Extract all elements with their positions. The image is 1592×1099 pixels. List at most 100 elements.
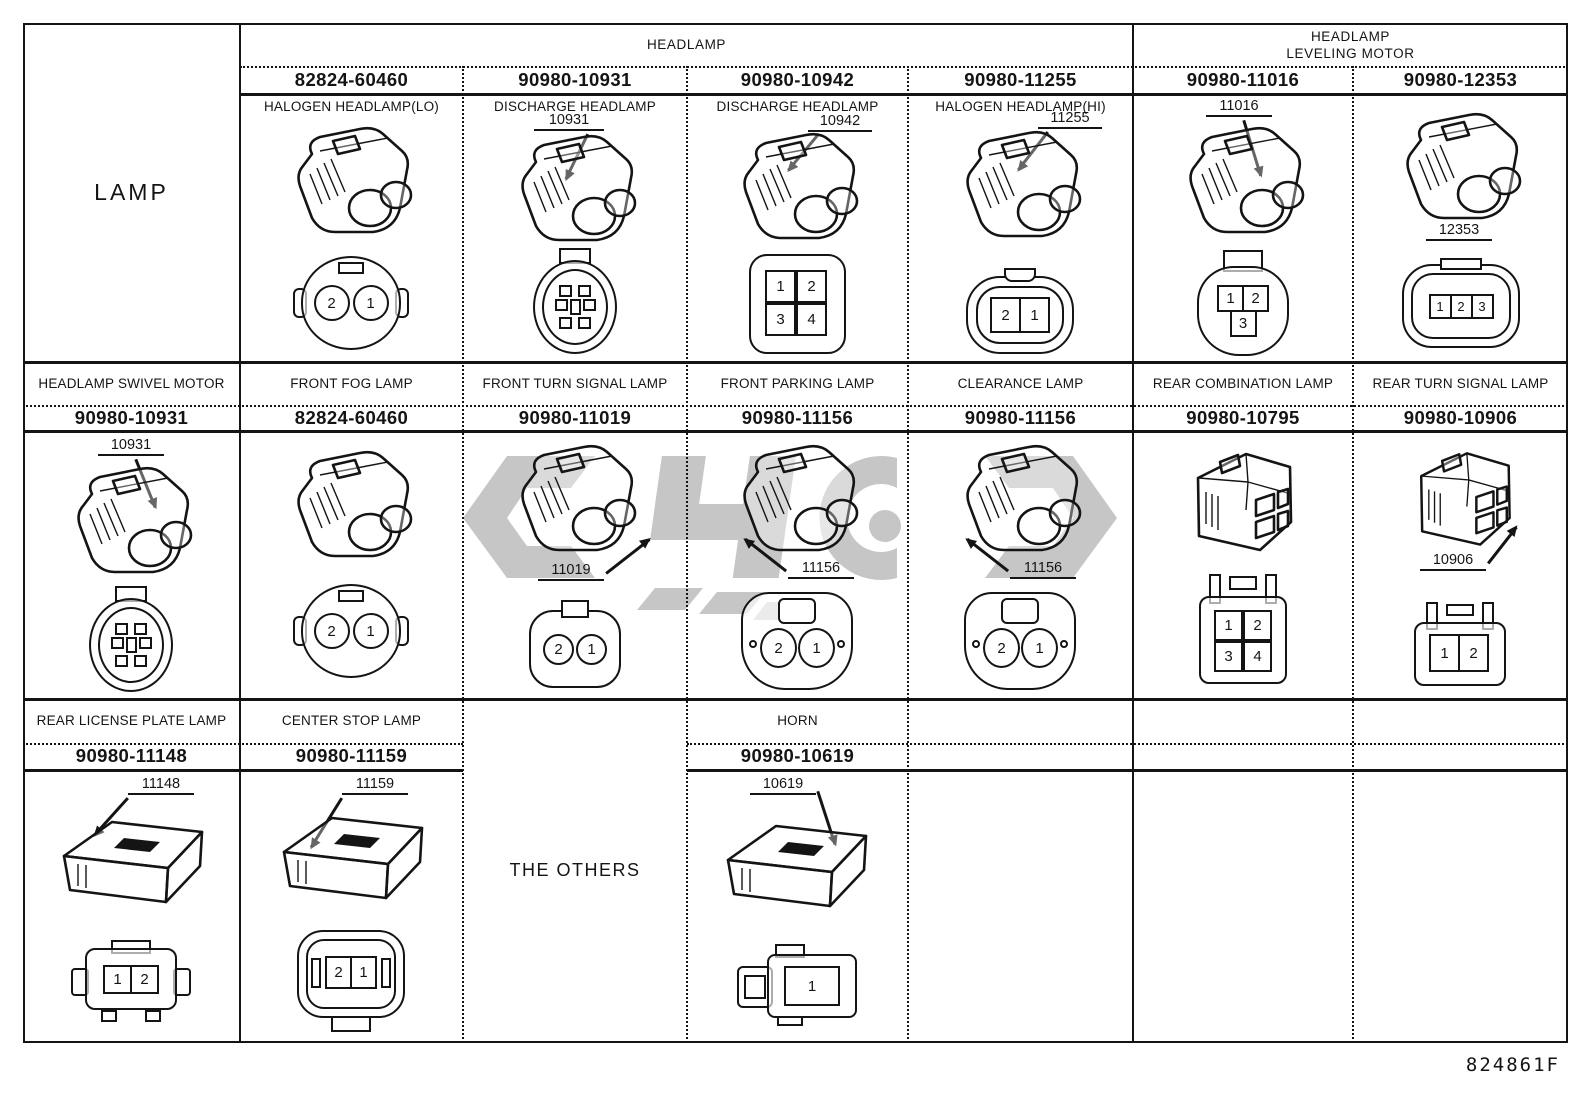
grid-line <box>1566 23 1568 1043</box>
cell-label: REAR TURN SIGNAL LAMP <box>1372 376 1549 391</box>
connector-front-view: 2 1 <box>293 584 409 680</box>
connector-front-view: 1 2 3 <box>1402 258 1520 350</box>
part-number: 90980-10619 <box>740 745 855 766</box>
callout-label: 10931 <box>534 112 604 131</box>
part-number: 90980-10942 <box>740 68 855 90</box>
part-number: 82824-60460 <box>294 407 409 428</box>
pin-number: 1 <box>352 285 389 321</box>
pin-number: 2 <box>1242 285 1269 312</box>
grid-line <box>239 23 241 1043</box>
category-label: LAMP <box>94 178 169 205</box>
part-number: 90980-11156 <box>741 407 854 428</box>
grid-line <box>240 93 1568 96</box>
pin-number: 1 <box>798 628 835 668</box>
part-number: 90980-11016 <box>1186 68 1300 90</box>
connector-front-view: 2 1 <box>966 266 1074 354</box>
grid-line <box>23 769 463 772</box>
callout-label: 10906 <box>1420 552 1486 571</box>
pin-number: 1 <box>765 270 796 303</box>
pin-number: 4 <box>1243 641 1272 672</box>
cell-label: DISCHARGE HEADLAMP <box>494 99 656 114</box>
cell-label: DISCHARGE HEADLAMP <box>716 99 879 114</box>
grid-line <box>23 361 1568 364</box>
others-cell: THE OTHERS <box>509 859 641 880</box>
grid-line <box>23 23 1568 25</box>
part-number: 90980-11148 <box>75 745 188 766</box>
connector-isometric-illustration <box>966 130 1082 238</box>
grid-line <box>686 66 688 1043</box>
cell-label: HEADLAMP SWIVEL MOTOR <box>38 376 225 391</box>
connector-isometric-illustration <box>297 450 413 558</box>
pin-number: 2 <box>325 956 352 989</box>
connector-front-view: 1 2 3 4 <box>749 254 846 354</box>
cell-label: HALOGEN HEADLAMP(HI) <box>935 99 1106 114</box>
grid-line <box>23 23 25 1043</box>
pin-number: 3 <box>765 303 796 336</box>
grid-line <box>1352 66 1354 1043</box>
connector-isometric-illustration <box>297 126 413 234</box>
callout-label: 11156 <box>788 560 854 579</box>
header-headlamp: HEADLAMP <box>646 37 727 52</box>
callout-label: 10942 <box>808 113 872 132</box>
cell-label: FRONT PARKING LAMP <box>720 376 875 391</box>
grid-line <box>23 743 463 745</box>
cell-label: CLEARANCE LAMP <box>957 376 1084 391</box>
pin-number: 1 <box>1429 634 1460 672</box>
cell-label: HALOGEN HEADLAMP(LO) <box>263 99 440 114</box>
connector-front-view: 1 <box>737 938 859 1026</box>
pin-number: 1 <box>1019 297 1050 333</box>
grid-line <box>687 743 1568 745</box>
category-lamp-cell: LAMP <box>23 23 240 361</box>
grid-line <box>907 66 909 1043</box>
pin-number: 3 <box>1214 641 1243 672</box>
connector-front-view: 1 2 3 4 <box>1199 574 1287 692</box>
cell-label: FRONT TURN SIGNAL LAMP <box>482 376 668 391</box>
grid-line <box>23 430 1568 433</box>
pin-number: 2 <box>760 628 797 668</box>
callout-label: 11255 <box>1038 110 1102 129</box>
pin-number: 2 <box>1449 293 1473 319</box>
pin-number: 1 <box>576 634 607 665</box>
connector-isometric-illustration <box>743 132 859 240</box>
part-number: 90980-11159 <box>295 745 408 766</box>
part-number: 90980-11019 <box>518 407 632 428</box>
connector-isometric-illustration <box>743 444 859 552</box>
grid-line <box>462 66 464 1043</box>
callout-label: 11016 <box>1206 98 1272 117</box>
connector-front-view: 2 1 <box>293 256 409 352</box>
connector-isometric-illustration <box>726 824 868 908</box>
pin-number: 1 <box>1214 610 1243 641</box>
grid-line <box>1132 23 1134 1043</box>
pin-number: 2 <box>130 964 159 994</box>
cell-label: CENTER STOP LAMP <box>281 713 422 728</box>
connector-front-view <box>87 586 175 696</box>
pin-number: 1 <box>350 956 377 989</box>
grid-line <box>23 1041 1568 1043</box>
pin-number: 1 <box>103 964 132 994</box>
part-number: 90980-10931 <box>518 68 632 90</box>
pin-number: 2 <box>1243 610 1272 641</box>
callout-label: 11156 <box>1010 560 1076 579</box>
pin-number: 2 <box>983 628 1020 668</box>
pin-number: 4 <box>796 303 827 336</box>
connector-isometric-illustration <box>62 820 204 904</box>
part-number: 90980-12353 <box>1403 68 1518 90</box>
part-number: 90980-11255 <box>964 68 1077 90</box>
connector-front-view <box>531 248 619 358</box>
connector-front-view: 2 1 <box>297 930 405 1034</box>
callout-label: 11019 <box>538 562 604 581</box>
connector-isometric-illustration <box>521 134 637 242</box>
connector-isometric-illustration <box>282 816 424 900</box>
cell-label: REAR LICENSE PLATE LAMP <box>36 713 227 728</box>
pin-number: 1 <box>1021 628 1058 668</box>
callout-label: 10619 <box>750 776 816 795</box>
cell-label: REAR COMBINATION LAMP <box>1152 376 1334 391</box>
connector-isometric-illustration <box>521 444 637 552</box>
pin-number: 2 <box>796 270 827 303</box>
grid-line <box>240 66 1568 68</box>
pin-number: 1 <box>784 966 840 1006</box>
pin-number: 3 <box>1229 310 1257 337</box>
callout-label: 12353 <box>1426 222 1492 241</box>
grid-line <box>23 405 1568 407</box>
cell-label: HORN <box>777 713 818 728</box>
